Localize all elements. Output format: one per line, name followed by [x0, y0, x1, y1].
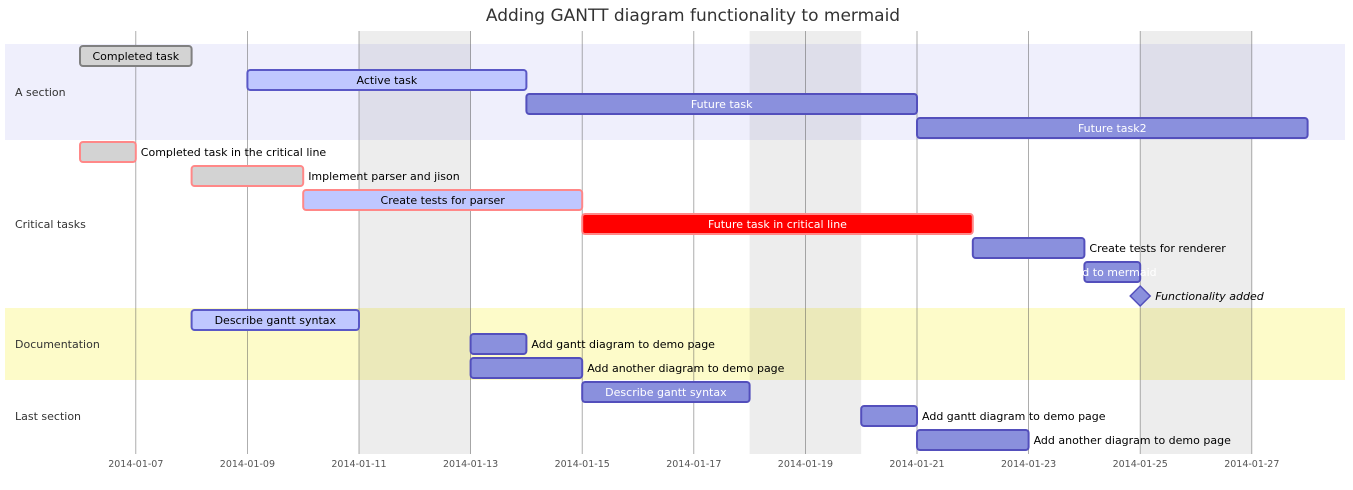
task-bar — [190, 309, 360, 331]
task-label: Implement parser and jison — [308, 170, 460, 183]
task-label: Future task in critical line — [708, 218, 847, 231]
task-bar — [581, 213, 974, 235]
weekend-band — [359, 31, 471, 454]
tick-label: 2014-01-13 — [443, 459, 498, 470]
task-bar — [79, 141, 137, 163]
tick-label: 2014-01-17 — [666, 459, 721, 470]
tick-label: 2014-01-15 — [555, 459, 610, 470]
tick-label: 2014-01-21 — [889, 459, 944, 470]
task-label: Functionality added — [1155, 290, 1265, 303]
section-label: A section — [15, 86, 66, 99]
task-label: Describe gantt syntax — [605, 386, 727, 399]
task-label: Add gantt diagram to demo page — [531, 338, 715, 351]
section-label: Documentation — [15, 338, 100, 351]
tick-label: 2014-01-19 — [778, 459, 833, 470]
task-bar — [1083, 261, 1142, 283]
task-bar — [860, 405, 919, 427]
task-bar — [581, 381, 751, 403]
chart-title: Adding GANTT diagram functionality to me… — [486, 6, 900, 26]
task-label: Completed task — [92, 50, 179, 63]
tick-label: 2014-01-23 — [1001, 459, 1056, 470]
task-bar — [971, 237, 1086, 259]
task-label: Completed task in the critical line — [141, 146, 327, 159]
task-label: Future task2 — [1078, 122, 1147, 135]
task-label: Add another diagram to demo page — [587, 362, 784, 375]
task-label: Active task — [357, 74, 418, 87]
task-label: Add gantt diagram to demo page — [922, 410, 1106, 423]
milestone-marker — [1129, 284, 1152, 308]
task-label: Add another diagram to demo page — [1034, 434, 1231, 447]
task-bar — [469, 333, 528, 355]
task-bar — [190, 165, 305, 187]
task-bar — [469, 357, 584, 379]
task-bar — [246, 69, 528, 91]
task-label: Create tests for renderer — [1089, 242, 1226, 255]
task-bar — [525, 93, 919, 115]
date-axis: 2014-01-07 2014-01-09 2014-01-11 2014-01-13… — [108, 459, 1279, 470]
task-bar — [79, 45, 193, 67]
task-bar — [916, 117, 1309, 139]
task-label: Future task — [691, 98, 753, 111]
tick-label: 2014-01-09 — [220, 459, 275, 470]
task-label: Add to mermaid — [1068, 266, 1157, 279]
tick-label: 2014-01-11 — [331, 459, 386, 470]
tick-label: 2014-01-07 — [108, 459, 163, 470]
tick-label: 2014-01-27 — [1224, 459, 1279, 470]
section-label: Critical tasks — [15, 218, 86, 231]
task-label: Describe gantt syntax — [215, 314, 337, 327]
tick-label: 2014-01-25 — [1113, 459, 1168, 470]
task-label: Create tests for parser — [381, 194, 506, 207]
section-label: Last section — [15, 410, 81, 423]
task-bar — [302, 189, 584, 211]
weekend-band — [1140, 31, 1252, 454]
task-bar — [916, 429, 1030, 451]
